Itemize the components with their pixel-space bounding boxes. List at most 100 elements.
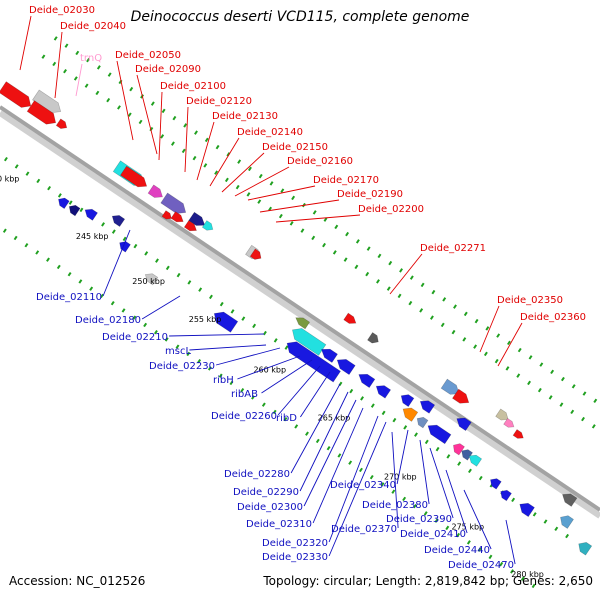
- tick-mark: [181, 148, 186, 154]
- tick-mark: [420, 282, 425, 288]
- tick-mark: [84, 83, 89, 88]
- scale-label: 250 kbp: [132, 277, 165, 286]
- gene-label-reverse: Deide_02300: [237, 502, 303, 513]
- tick-mark: [322, 242, 326, 248]
- tick-mark: [517, 347, 522, 353]
- tick-mark: [95, 90, 100, 96]
- tick-mark: [117, 105, 121, 110]
- leader-line: [116, 60, 134, 141]
- scale-label: 280 kbp: [511, 570, 544, 579]
- tick-mark: [377, 253, 382, 259]
- tick-mark: [165, 265, 170, 271]
- tick-mark: [197, 358, 202, 364]
- tick-mark: [397, 293, 402, 299]
- leader-line: [184, 106, 189, 173]
- leader-line: [328, 415, 379, 543]
- gene-label-forward: Deide_02040: [60, 21, 126, 32]
- gene-label-reverse: mscL: [165, 346, 191, 357]
- tick-mark: [474, 318, 479, 324]
- gene-label-reverse: Deide_02330: [262, 552, 328, 563]
- leader-line: [19, 15, 32, 71]
- tick-mark: [280, 188, 285, 193]
- tick-mark: [122, 236, 127, 242]
- gene-reverse: [213, 311, 239, 333]
- tick-mark: [376, 279, 380, 284]
- tick-mark: [176, 272, 181, 278]
- gene-forward: [343, 312, 357, 324]
- gene-label-forward: Deide_02200: [358, 204, 424, 215]
- tick-mark: [516, 373, 521, 378]
- leader-line: [189, 344, 267, 351]
- tick-mark: [57, 193, 62, 198]
- tick-mark: [528, 355, 533, 360]
- tick-mark: [337, 453, 342, 458]
- tick-mark: [300, 228, 305, 233]
- tick-mark: [312, 210, 317, 215]
- gene-label-forward: Deide_02100: [160, 81, 226, 92]
- tick-mark: [149, 126, 154, 132]
- tick-mark: [52, 61, 57, 67]
- scale-label: 245 kbp: [76, 232, 109, 241]
- tick-mark: [496, 333, 501, 338]
- tick-mark: [3, 156, 8, 162]
- leader-line: [429, 447, 454, 519]
- tick-mark: [215, 144, 220, 150]
- tick-mark: [402, 496, 407, 502]
- tick-mark: [160, 134, 165, 139]
- tick-mark: [187, 280, 192, 285]
- gene-label-reverse: Deide_02440: [424, 545, 490, 556]
- gene-reverse: [453, 443, 465, 456]
- tick-mark: [370, 403, 375, 408]
- tick-mark: [198, 287, 203, 292]
- tick-mark: [64, 43, 69, 48]
- gene-reverse: [519, 502, 535, 518]
- gene-label-reverse: Deide_02340: [330, 480, 396, 491]
- tick-mark: [248, 166, 252, 172]
- gene-label-forward: Deide_02170: [313, 175, 379, 186]
- gene-forward: [440, 378, 460, 395]
- gene-label-forward: Deide_02160: [287, 156, 353, 167]
- tick-mark: [485, 326, 490, 331]
- leader-line: [328, 421, 387, 557]
- leader-line: [497, 322, 523, 367]
- tick-mark: [391, 489, 396, 494]
- leader-line: [234, 166, 290, 197]
- tick-mark: [13, 235, 18, 241]
- gene-reverse: [321, 348, 338, 363]
- gene-reverse: [400, 394, 415, 407]
- tick-mark: [209, 294, 213, 300]
- tick-mark: [67, 271, 72, 277]
- tick-mark: [466, 540, 471, 545]
- gene-reverse: [560, 515, 574, 529]
- leader-line: [463, 489, 492, 550]
- tick-mark: [343, 257, 348, 262]
- leader-line: [419, 439, 430, 505]
- tick-mark: [150, 101, 155, 106]
- tick-mark: [218, 373, 223, 378]
- tick-mark: [453, 304, 457, 309]
- tick-mark: [96, 65, 101, 70]
- tick-mark: [537, 387, 542, 393]
- tick-mark: [531, 583, 536, 589]
- scale-label: 265 kbp: [318, 413, 351, 422]
- tick-mark: [408, 300, 413, 306]
- gene-label-reverse: ribD: [276, 413, 297, 424]
- tick-mark: [323, 217, 328, 222]
- tick-mark: [505, 366, 510, 371]
- tick-mark: [291, 195, 296, 201]
- gene-reverse: [461, 449, 473, 461]
- tick-mark: [252, 323, 257, 329]
- tick-mark: [429, 315, 434, 320]
- scale-label: 275 kbp: [452, 523, 485, 532]
- tick-mark: [456, 532, 461, 538]
- tick-mark: [219, 301, 224, 307]
- scale-label: 255 kbp: [189, 315, 222, 324]
- leader-line: [54, 31, 63, 99]
- tick-mark: [554, 526, 559, 532]
- gene-reverse: [336, 359, 356, 376]
- gene-label-reverse: Deide_02180: [75, 315, 141, 326]
- tick-mark: [539, 362, 544, 367]
- tick-mark: [283, 416, 288, 422]
- tick-mark: [511, 497, 516, 503]
- leader-line: [445, 469, 468, 534]
